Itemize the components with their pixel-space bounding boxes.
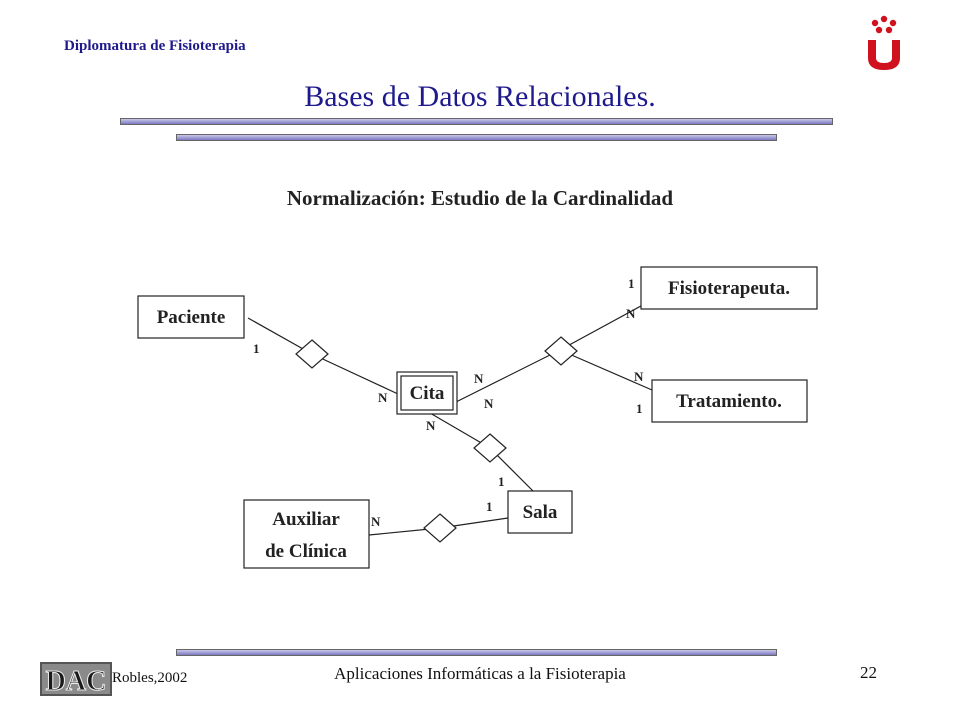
relationship-diamond-auxiliar-sala bbox=[423, 513, 457, 543]
title-rule-lower bbox=[176, 134, 777, 141]
cardinality-trat-lower: 1 bbox=[636, 401, 643, 416]
footer-course: Aplicaciones Informáticas a la Fisiotera… bbox=[334, 664, 626, 683]
cardinality-cita-right-lower: N bbox=[484, 396, 494, 411]
entity-paciente-label: Paciente bbox=[157, 307, 226, 328]
cardinality-auxiliar-right: N bbox=[371, 514, 381, 529]
entity-cita-label: Cita bbox=[410, 383, 445, 404]
program-label: Diplomatura de Fisioterapia bbox=[64, 38, 246, 54]
line-paciente-rel bbox=[247, 317, 313, 355]
entity-auxiliar-label-line2: de Clínica bbox=[265, 541, 347, 562]
university-logo bbox=[868, 15, 900, 70]
footer-author: Robles,2002 bbox=[112, 670, 188, 686]
cardinality-cita-right-upper: N bbox=[474, 371, 484, 386]
entity-auxiliar-clinica: Auxiliar de Clínica bbox=[243, 499, 370, 569]
cardinality-sala-left: 1 bbox=[486, 499, 493, 514]
entity-cita: Cita bbox=[396, 371, 458, 415]
cardinality-fisio-top: 1 bbox=[628, 276, 635, 291]
line-rel-fisio bbox=[559, 299, 653, 351]
line-rel-trat bbox=[559, 349, 653, 391]
entity-fisioterapeuta-label: Fisioterapeuta. bbox=[668, 278, 790, 299]
line-cita-rel bbox=[455, 349, 561, 403]
relationship-diamond-cita-fisio-trat bbox=[544, 336, 578, 366]
cardinality-sala-top: 1 bbox=[498, 474, 505, 489]
page-number: 22 bbox=[860, 663, 877, 682]
entity-tratamiento-label: Tratamiento. bbox=[676, 391, 782, 412]
slide-title: Bases de Datos Relacionales. bbox=[304, 80, 656, 113]
cardinality-trat-upper: N bbox=[634, 369, 644, 384]
line-rel-sala bbox=[489, 447, 541, 499]
entity-sala-label: Sala bbox=[523, 502, 558, 523]
cardinality-cita-paciente-side: N bbox=[378, 390, 388, 405]
entity-sala: Sala bbox=[507, 490, 573, 534]
line-rel-cita bbox=[311, 353, 399, 395]
entity-fisioterapeuta: Fisioterapeuta. bbox=[640, 266, 818, 310]
entity-paciente: Paciente bbox=[137, 295, 245, 339]
cardinality-paciente-side: 1 bbox=[253, 341, 260, 356]
entity-tratamiento: Tratamiento. bbox=[651, 379, 808, 423]
footer-rule bbox=[176, 649, 777, 656]
dac-logo: DAC bbox=[40, 662, 112, 696]
dac-logo-text: DAC bbox=[46, 666, 107, 696]
title-rule-upper bbox=[120, 118, 833, 125]
cardinality-cita-bottom: N bbox=[426, 418, 436, 433]
entity-auxiliar-label-line1: Auxiliar bbox=[272, 509, 340, 530]
diagram-subtitle: Normalización: Estudio de la Cardinalida… bbox=[286, 186, 674, 210]
relationship-diamond-paciente-cita bbox=[295, 339, 329, 369]
relationship-diamond-cita-sala bbox=[473, 433, 507, 463]
cardinality-fisio-below: N bbox=[626, 306, 636, 321]
